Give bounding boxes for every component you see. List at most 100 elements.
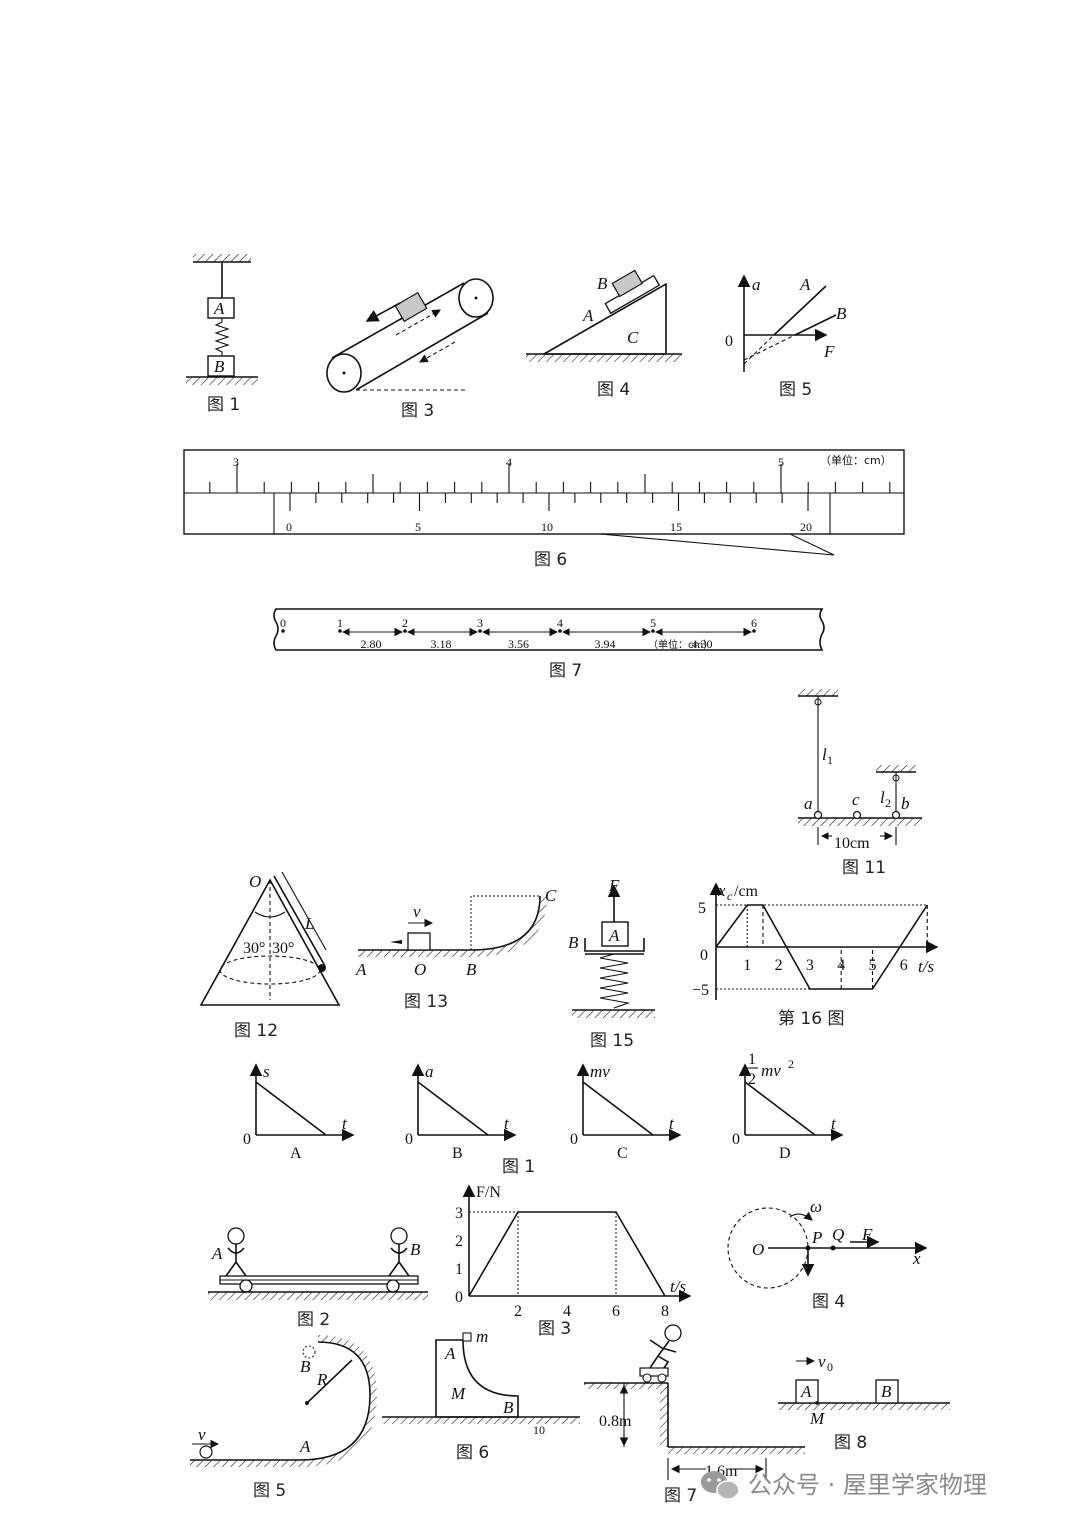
tape-point-label: 3: [477, 616, 483, 630]
fig4-f: F: [861, 1225, 873, 1244]
fig7-unit: （单位：cm）: [648, 638, 713, 651]
watermark-text: 公众号 · 屋里学家物理: [748, 1471, 987, 1499]
fig3-x-label: t/s: [670, 1277, 686, 1296]
panel-x-label: t: [504, 1114, 510, 1133]
fig5-axis-x: F: [823, 342, 835, 361]
fig3-y-tick: 3: [455, 1205, 463, 1222]
fig6-unit: （单位：cm）: [820, 453, 892, 467]
panel-origin: 0: [405, 1131, 413, 1148]
fig8-two-blocks: v 0 A B M 图 8: [778, 1352, 950, 1453]
tape-point: [752, 629, 756, 633]
fig8-v-sub: 0: [827, 1360, 833, 1374]
panel-y-label: mv: [761, 1061, 781, 1080]
fig6b-caption: 图 6: [456, 1443, 489, 1463]
panel-frac-den: 2: [748, 1071, 756, 1088]
tape-point-label: 4: [557, 616, 563, 630]
fig3-guides: [469, 1211, 617, 1296]
fig8-v: v: [818, 1352, 826, 1371]
fig16-x-tick: 5: [869, 957, 877, 974]
fig4-caption: 图 4: [812, 1292, 845, 1312]
vernier-tick-label-15: 15: [670, 520, 682, 534]
vernier-scale-ticks: [289, 493, 809, 511]
panel-letter: D: [779, 1145, 791, 1162]
tape-point: [558, 629, 562, 633]
fig5-loop-track: v B R A 图 5: [190, 1335, 377, 1501]
fig11-l1: l: [822, 745, 827, 764]
watermark: 公众号 · 屋里学家物理: [701, 1471, 987, 1500]
fig4-caption: 图 4: [597, 380, 630, 400]
tape-point-label: 0: [280, 616, 286, 630]
fig11-l2: l: [880, 788, 885, 807]
fig5-axis-y: a: [752, 275, 761, 294]
fig13-v: v: [413, 902, 421, 921]
fig3-x-tick: 4: [563, 1303, 571, 1320]
fig16-guides: [716, 904, 928, 990]
panel-letter: A: [290, 1145, 302, 1162]
fig13-c: C: [545, 886, 557, 905]
fig16-x-tick: 2: [775, 957, 783, 974]
graphs-row-caption: 图 1: [502, 1157, 535, 1177]
fig2-caption: 图 2: [297, 1310, 330, 1330]
fig4-label-c: C: [627, 328, 639, 347]
fig16-y-label-unit: /cm: [734, 883, 759, 900]
panel-letter: C: [617, 1145, 628, 1162]
fig3-y-tick: 0: [455, 1289, 463, 1306]
fig8-m: M: [809, 1409, 825, 1428]
fig13-a: A: [355, 960, 367, 979]
fig11-pendulums: l 1 l 2 a c b 10cm 图 11: [798, 689, 922, 878]
tape-point: [338, 629, 342, 633]
fig12-o: O: [249, 872, 261, 891]
fig4-wedge: B A C 图 4: [526, 269, 682, 400]
tape-point-label: 2: [402, 616, 408, 630]
tape-point-label: 6: [751, 616, 757, 630]
fig12-l: L: [304, 914, 314, 933]
fig5-line-a: A: [799, 275, 811, 294]
fig16-x-tick: 1: [743, 957, 751, 974]
fig12-caption: 图 12: [234, 1021, 278, 1041]
fig1-caption: 图 1: [207, 395, 240, 415]
fig13-caption: 图 13: [404, 992, 448, 1012]
main-tick-label-4: 4: [506, 455, 512, 469]
panel-line: [582, 1081, 654, 1136]
fig6b-stray: 10: [533, 1423, 545, 1437]
fig3-x-tick: 2: [514, 1303, 522, 1320]
fig7b-caption: 图 7: [664, 1486, 697, 1506]
fig3-series-line: [468, 1211, 666, 1297]
fig5-line-b: B: [836, 304, 847, 323]
spacing-label: 2.80: [361, 637, 382, 651]
panel-x-label: t: [669, 1114, 675, 1133]
fig16-y-tick-0: 0: [700, 947, 708, 964]
fig5-a-f-graph: a A B 0 F 图 5: [725, 274, 847, 400]
fig2-b: B: [410, 1240, 421, 1259]
fig3-y-label: F/N: [476, 1184, 501, 1201]
main-tick-label-5: 5: [778, 455, 784, 469]
fig7-ledge-rider: 0.8m 1.6m 图 7: [584, 1324, 805, 1506]
panel-origin: 0: [243, 1131, 251, 1148]
fig6b-m-big: M: [450, 1384, 466, 1403]
fig16-x-tick: 4: [837, 957, 845, 974]
fig5-origin: 0: [725, 333, 733, 350]
fig5-caption: 图 5: [779, 380, 812, 400]
fig1-label-a: A: [213, 299, 225, 318]
tape-point: [403, 629, 407, 633]
panel-y-sup: 2: [788, 1057, 794, 1071]
fig13-track: v A O B C 图 13: [355, 886, 557, 1012]
fig4-rotating-circle: ω O P Q F x 图 4: [727, 1197, 928, 1312]
panel-y-label: mv: [590, 1062, 610, 1081]
fig3-x-tick: 8: [661, 1303, 669, 1320]
fig15-a: A: [608, 926, 620, 945]
fig16-x-tick: 6: [900, 957, 908, 974]
tape-point: [651, 629, 655, 633]
fig16-x-label: t/s: [918, 957, 934, 976]
fig16-y-tick-5: 5: [698, 900, 706, 917]
fig3-caption: 图 3: [538, 1319, 571, 1339]
fig15-spring-platform: F A B 图 15: [568, 876, 655, 1051]
fig3-y-tick: 1: [455, 1261, 463, 1278]
fig12-angle-left: 30°: [243, 940, 265, 957]
